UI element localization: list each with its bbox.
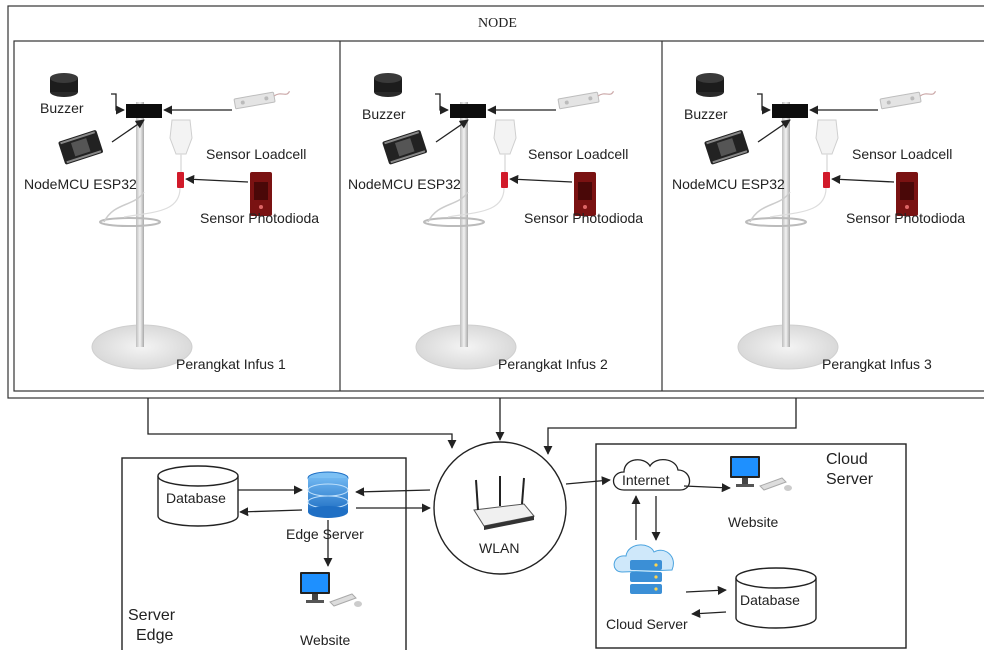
internet-cloud-icon bbox=[612, 459, 691, 491]
mcu-label-2: NodeMCU ESP32 bbox=[348, 176, 461, 192]
device-label-3: Perangkat Infus 3 bbox=[822, 356, 932, 372]
edge-title-line1: Server bbox=[128, 607, 176, 624]
edge-website-icon bbox=[299, 571, 363, 608]
edge-database-label: Database bbox=[166, 490, 226, 506]
edge-title-line2: Edge bbox=[136, 627, 174, 644]
cloud-server-label: Cloud Server bbox=[606, 616, 688, 632]
loadcell-label-1: Sensor Loadcell bbox=[206, 146, 307, 162]
wlan-to-internet-link bbox=[565, 476, 611, 486]
device-label-2: Perangkat Infus 2 bbox=[498, 356, 608, 372]
edge-frame bbox=[121, 457, 407, 655]
edge-server-icon bbox=[307, 471, 349, 518]
wlan-label: WLAN bbox=[479, 540, 520, 556]
cloud-server-icon bbox=[613, 544, 674, 594]
node-title: NODE bbox=[478, 16, 517, 31]
edge-links bbox=[238, 485, 431, 567]
device-label-1: Perangkat Infus 1 bbox=[176, 356, 286, 372]
edge-server-label: Edge Server bbox=[286, 526, 364, 542]
buzzer-label-2: Buzzer bbox=[362, 106, 406, 122]
node-frame bbox=[7, 5, 984, 399]
internet-label: Internet bbox=[622, 472, 670, 488]
mcu-label-3: NodeMCU ESP32 bbox=[672, 176, 785, 192]
cloud-frame bbox=[595, 443, 907, 649]
photodiode-label-3: Sensor Photodioda bbox=[846, 210, 966, 226]
buzzer-label-3: Buzzer bbox=[684, 106, 728, 122]
cloud-website-icon bbox=[729, 455, 793, 492]
edge-website-label: Website bbox=[300, 632, 351, 648]
cloud-website-label: Website bbox=[728, 514, 779, 530]
loadcell-label-2: Sensor Loadcell bbox=[528, 146, 629, 162]
photodiode-label-1: Sensor Photodioda bbox=[200, 210, 320, 226]
photodiode-label-2: Sensor Photodioda bbox=[524, 210, 644, 226]
mcu-label-1: NodeMCU ESP32 bbox=[24, 176, 137, 192]
device-to-wlan-links bbox=[147, 398, 797, 455]
loadcell-label-3: Sensor Loadcell bbox=[852, 146, 953, 162]
cloud-database-label: Database bbox=[740, 592, 800, 608]
wlan-node bbox=[433, 441, 567, 575]
cloud-title-line2: Server bbox=[826, 471, 874, 488]
cloud-links bbox=[631, 483, 731, 619]
cloud-title-line1: Cloud bbox=[826, 451, 868, 468]
buzzer-label-1: Buzzer bbox=[40, 100, 84, 116]
